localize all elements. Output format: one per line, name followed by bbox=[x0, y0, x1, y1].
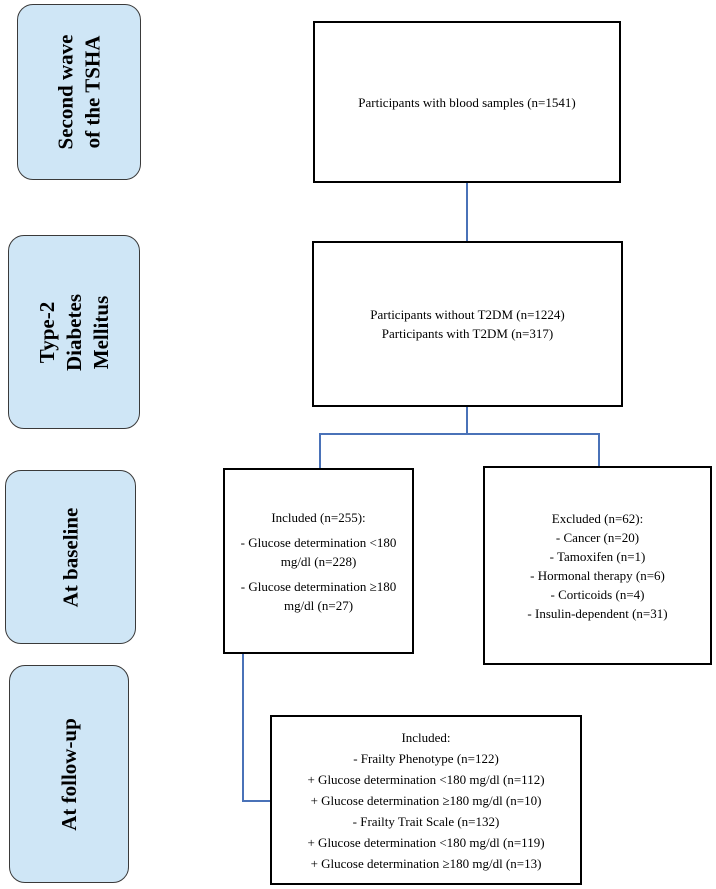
connector-to-included bbox=[319, 433, 321, 469]
connector-t2dm-down bbox=[466, 406, 468, 435]
stage-second-wave-label: Second wave of the TSHA bbox=[52, 35, 106, 150]
excluded-line-4: - Hormonal therapy (n=6) bbox=[530, 567, 665, 583]
stage-followup: At follow-up bbox=[9, 665, 129, 883]
included-baseline-line-5: mg/dl (n=27) bbox=[283, 597, 354, 613]
excluded-line-5: - Corticoids (n=4) bbox=[550, 586, 645, 602]
stage-followup-line-1: At follow-up bbox=[56, 717, 81, 831]
box-t2dm-split: Participants without T2DM (n=1224) Parti… bbox=[312, 241, 623, 407]
stage-t2dm: Type-2 Diabetes Mellitus bbox=[8, 235, 140, 429]
included-baseline-line-3: mg/dl (n=228) bbox=[280, 553, 357, 569]
box-included-followup: Included: - Frailty Phenotype (n=122) + … bbox=[270, 715, 582, 885]
t2dm-without-text: Participants without T2DM (n=1224) bbox=[370, 307, 565, 322]
excluded-line-3: - Tamoxifen (n=1) bbox=[549, 548, 646, 564]
excluded-line-1: Excluded (n=62): bbox=[551, 510, 644, 526]
stage-t2dm-line-2: Diabetes bbox=[61, 293, 86, 371]
stage-t2dm-line-1: Type-2 bbox=[34, 301, 59, 363]
box-included-baseline: Included (n=255): - Glucose determinatio… bbox=[223, 468, 414, 654]
stage-followup-label: At follow-up bbox=[56, 718, 83, 831]
blood-samples-text: Participants with blood samples (n=1541) bbox=[358, 94, 576, 110]
included-baseline-line-2: - Glucose determination <180 bbox=[240, 534, 397, 550]
stage-t2dm-line-3: Mellitus bbox=[88, 295, 113, 369]
included-followup-line-3: + Glucose determination <180 mg/dl (n=11… bbox=[307, 771, 545, 787]
box-blood-samples: Participants with blood samples (n=1541) bbox=[313, 21, 621, 183]
connector-blood-to-t2dm bbox=[466, 181, 468, 242]
excluded-line-2: - Cancer (n=20) bbox=[555, 529, 640, 545]
included-followup-line-5: - Frailty Trait Scale (n=132) bbox=[352, 813, 500, 829]
stage-second-wave: Second wave of the TSHA bbox=[17, 4, 141, 180]
t2dm-with-text: Participants with T2DM (n=317) bbox=[381, 326, 554, 341]
excluded-line-6: - Insulin-dependent (n=31) bbox=[527, 605, 668, 621]
box-excluded: Excluded (n=62): - Cancer (n=20) - Tamox… bbox=[483, 466, 712, 665]
included-followup-line-4: + Glucose determination ≥180 mg/dl (n=10… bbox=[310, 792, 542, 808]
stage-second-wave-line-1: Second wave bbox=[52, 34, 77, 150]
connector-to-followup bbox=[242, 800, 270, 802]
stage-baseline-line-1: At baseline bbox=[58, 507, 82, 607]
stage-second-wave-line-2: of the TSHA bbox=[79, 35, 104, 149]
stage-baseline-label: At baseline bbox=[57, 507, 84, 607]
included-followup-line-1: Included: bbox=[401, 729, 451, 745]
included-baseline-line-4: - Glucose determination ≥180 bbox=[240, 578, 397, 594]
connector-baseline-down bbox=[242, 653, 244, 802]
included-followup-line-7: + Glucose determination ≥180 mg/dl (n=13… bbox=[310, 855, 542, 871]
connector-split-horizontal bbox=[319, 433, 600, 435]
stage-baseline: At baseline bbox=[5, 470, 136, 644]
included-followup-line-6: + Glucose determination <180 mg/dl (n=11… bbox=[307, 834, 545, 850]
included-followup-line-2: - Frailty Phenotype (n=122) bbox=[353, 750, 499, 766]
included-baseline-line-1: Included (n=255): bbox=[271, 509, 366, 525]
connector-to-excluded bbox=[598, 433, 600, 466]
stage-t2dm-label: Type-2 Diabetes Mellitus bbox=[34, 294, 115, 371]
